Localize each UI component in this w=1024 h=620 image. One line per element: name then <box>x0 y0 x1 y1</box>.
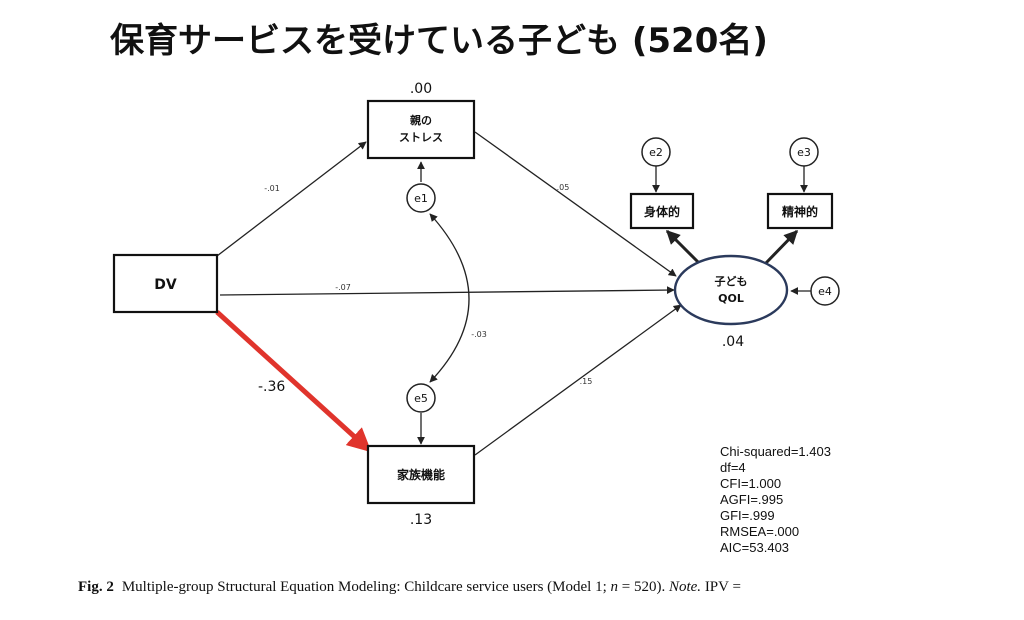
node-dv <box>112 253 219 314</box>
error-e5-label: e5 <box>414 392 428 405</box>
error-e2 <box>641 137 671 167</box>
error-e3 <box>789 137 819 167</box>
node-stress-label-line2: ストレス <box>399 131 443 144</box>
error-e3-label: e3 <box>797 146 811 159</box>
fit-cfi: CFI=1.000 <box>720 476 781 491</box>
node-parent-stress <box>366 99 476 160</box>
path-dv-to-stress <box>216 141 367 257</box>
fit-indices: Chi-squared=1.403 df=4 CFI=1.000 AGFI=.9… <box>720 444 831 555</box>
node-stress-label-line1: 親の <box>410 113 432 127</box>
coef-stress-qol: .05 <box>557 183 570 192</box>
node-child-qol <box>673 254 789 326</box>
node-mental-label: 精神的 <box>782 204 818 219</box>
caption-n: n <box>611 579 619 595</box>
fit-gfi: GFI=.999 <box>720 508 775 523</box>
path-stress-to-qol <box>474 131 677 277</box>
error-e4-label: e4 <box>818 285 832 298</box>
node-family-function <box>366 444 476 505</box>
caption-text: Multiple-group Structural Equation Model… <box>122 579 611 595</box>
node-dv-label: DV <box>154 277 177 293</box>
path-qol-to-physical <box>665 229 704 268</box>
coef-family-qol: .15 <box>580 377 593 386</box>
fit-df: df=4 <box>720 460 746 475</box>
r2-parent-stress: .00 <box>410 81 432 97</box>
error-e1 <box>406 183 436 213</box>
fit-agfi: AGFI=.995 <box>720 492 783 507</box>
error-e4 <box>810 276 840 306</box>
r2-child-qol: .04 <box>722 334 744 350</box>
node-family-label: 家族機能 <box>397 467 445 482</box>
covariance-e1-e5 <box>429 213 470 383</box>
node-qol-label-line2: QOL <box>718 292 744 305</box>
r2-family-function: .13 <box>410 512 432 528</box>
caption-tail: IPV = <box>701 579 741 595</box>
coef-dv-family: -.36 <box>258 379 285 395</box>
path-family-to-qol <box>474 304 682 456</box>
slide-title: 保育サービスを受けている子ども (520名) <box>110 21 768 61</box>
path-dv-to-family-highlight <box>215 310 372 453</box>
path-qol-to-mental <box>763 229 799 266</box>
fit-aic: AIC=53.403 <box>720 540 789 555</box>
path-dv-to-qol <box>219 286 675 296</box>
node-qol-label-line1: 子ども <box>715 275 748 288</box>
caption-fig-number: Fig. 2 <box>78 579 114 595</box>
figure-caption: Fig. 2 Multiple-group Structural Equation… <box>78 579 741 595</box>
coef-dv-qol: -.07 <box>335 283 351 292</box>
caption-n-value: = 520). <box>618 579 669 595</box>
coef-e1-e5: -.03 <box>471 330 487 339</box>
node-physical-label: 身体的 <box>644 204 680 219</box>
error-e5 <box>406 383 436 413</box>
coef-dv-stress: -.01 <box>264 184 280 193</box>
node-mental <box>766 192 834 230</box>
node-physical <box>629 192 695 230</box>
caption-note: Note. <box>668 579 701 595</box>
fit-chi-squared: Chi-squared=1.403 <box>720 444 831 459</box>
error-e2-label: e2 <box>649 146 663 159</box>
fit-rmsea: RMSEA=.000 <box>720 524 799 539</box>
error-e1-label: e1 <box>414 192 428 205</box>
